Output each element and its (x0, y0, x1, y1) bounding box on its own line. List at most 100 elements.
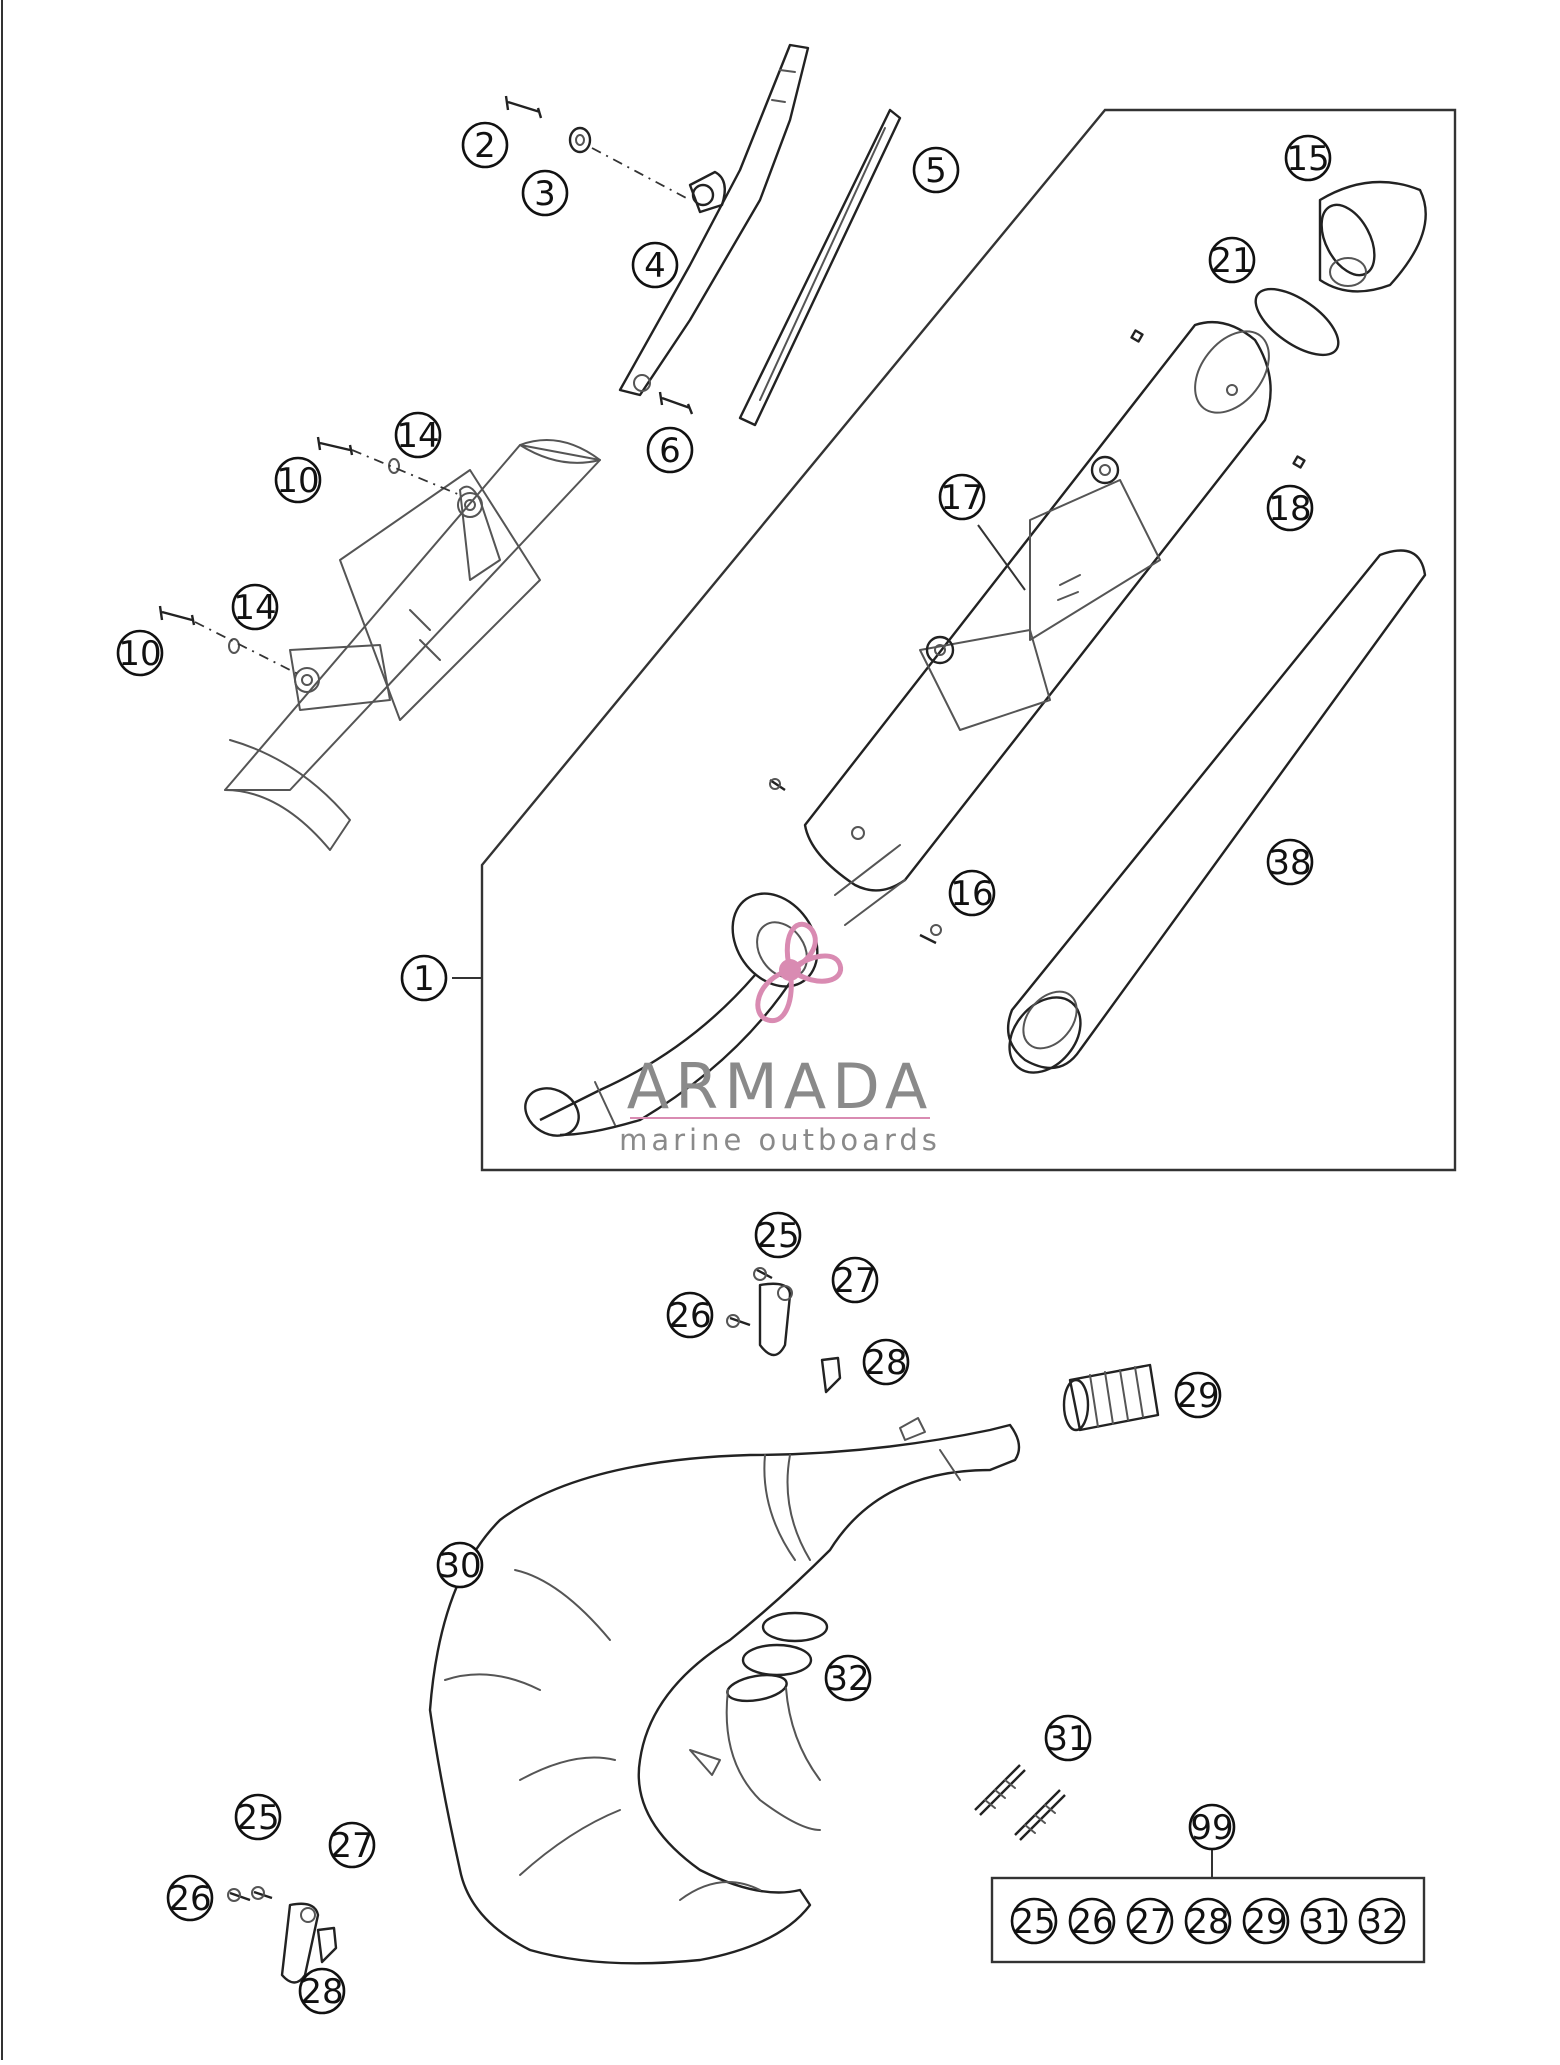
callout-21: 21 (1208, 236, 1256, 284)
callout-number: 28 (300, 1972, 343, 2012)
callout-25: 25 (234, 1793, 282, 1841)
callout-30: 30 (436, 1541, 484, 1589)
callout-5: 5 (912, 146, 960, 194)
callout-28: 28 (298, 1967, 346, 2015)
callout-number: 16 (950, 874, 993, 914)
callout-circle (1284, 134, 1332, 182)
callout-circle (274, 456, 322, 504)
callout-32: 32 (824, 1654, 872, 1702)
kit-item-31: 31 (1300, 1897, 1348, 1945)
callout-38: 38 (1266, 838, 1314, 886)
callout-27: 27 (831, 1256, 879, 1304)
callout-29: 29 (1174, 1371, 1222, 1419)
callout-circle (1266, 484, 1314, 532)
exhaust-pipe-group (227, 1267, 1160, 1984)
kit-box (990, 1876, 1426, 1964)
kit-item-circle (1184, 1897, 1232, 1945)
kit-item-number: 31 (1302, 1902, 1345, 1942)
callout-4: 4 (631, 241, 679, 289)
callout-circle (234, 1793, 282, 1841)
kit-item-27: 27 (1126, 1897, 1174, 1945)
callout-number: 21 (1210, 241, 1253, 281)
propeller-logo-icon (755, 921, 844, 1024)
callout-number: 4 (644, 246, 666, 286)
callout-circle (328, 1821, 376, 1869)
kit-item-number: 28 (1186, 1902, 1229, 1942)
callout-number: 1 (413, 959, 435, 999)
callout-circle (831, 1256, 879, 1304)
callout-number: 27 (330, 1826, 373, 1866)
mounted-silencer-detail (158, 436, 601, 851)
kit-item-circle (1358, 1897, 1406, 1945)
callout-number: 30 (438, 1546, 481, 1586)
silencer-assembly-frame (480, 108, 1457, 1172)
callout-circle (1266, 838, 1314, 886)
kit-item-number: 29 (1244, 1902, 1287, 1942)
callout-1: 1 (400, 954, 448, 1002)
callout-number: 29 (1176, 1376, 1219, 1416)
callout-circle (231, 583, 279, 631)
callout-circle (400, 954, 448, 1002)
watermark-subtitle: marine outboards (619, 1123, 941, 1157)
callout-circle (1208, 236, 1256, 284)
callout-16: 16 (948, 869, 996, 917)
callout-circle (631, 241, 679, 289)
callout-17: 17 (938, 473, 986, 521)
callout-number: 2 (474, 126, 496, 166)
kit-item-25: 25 (1010, 1897, 1058, 1945)
kit-item-circle (1242, 1897, 1290, 1945)
callout-10: 10 (116, 629, 164, 677)
kit-item-number: 26 (1070, 1902, 1113, 1942)
callout-number: 32 (826, 1659, 869, 1699)
kit-item-number: 27 (1128, 1902, 1171, 1942)
callout-number: 28 (864, 1343, 907, 1383)
callout-circle (298, 1967, 346, 2015)
callout-number: 18 (1268, 489, 1311, 529)
callout-circle (1044, 1714, 1092, 1762)
kit-item-32: 32 (1358, 1897, 1406, 1945)
callout-6: 6 (646, 426, 694, 474)
callout-circle (436, 1541, 484, 1589)
callout-10: 10 (274, 456, 322, 504)
callout-18: 18 (1266, 484, 1314, 532)
callout-26: 26 (166, 1874, 214, 1922)
kit-item-circle (1126, 1897, 1174, 1945)
callout-number: 26 (168, 1879, 211, 1919)
callout-circle (862, 1338, 910, 1386)
callout-circle (646, 426, 694, 474)
callout-number: 31 (1046, 1719, 1089, 1759)
watermark-title: ARMADA (627, 1050, 933, 1123)
callout-3: 3 (521, 169, 569, 217)
silencer-bracket-group (504, 43, 902, 427)
kit-item-number: 32 (1360, 1902, 1403, 1942)
callout-circle (166, 1874, 214, 1922)
kit-item-29: 29 (1242, 1897, 1290, 1945)
callout-circle (394, 411, 442, 459)
callout-number: 38 (1268, 843, 1311, 883)
kit-item-circle (1068, 1897, 1116, 1945)
callout-number: 25 (236, 1798, 279, 1838)
callout-circle (948, 869, 996, 917)
callout-circle (824, 1654, 872, 1702)
callout-circle (912, 146, 960, 194)
callout-circle (461, 121, 509, 169)
callout-number: 25 (756, 1216, 799, 1256)
callout-31: 31 (1044, 1714, 1092, 1762)
kit-item-circle (1300, 1897, 1348, 1945)
callout-27: 27 (328, 1821, 376, 1869)
callout-circle (666, 1291, 714, 1339)
callout-14: 14 (231, 583, 279, 631)
callout-circle (938, 473, 986, 521)
callout-99: 99 (1188, 1803, 1236, 1851)
callout-number: 3 (534, 174, 556, 214)
callout-number: 26 (668, 1296, 711, 1336)
kit-item-circle (1010, 1897, 1058, 1945)
callout-number: 15 (1286, 139, 1329, 179)
callout-26: 26 (666, 1291, 714, 1339)
kit-item-26: 26 (1068, 1897, 1116, 1945)
callout-number: 6 (659, 431, 681, 471)
callout-number: 5 (925, 151, 947, 191)
callout-15: 15 (1284, 134, 1332, 182)
